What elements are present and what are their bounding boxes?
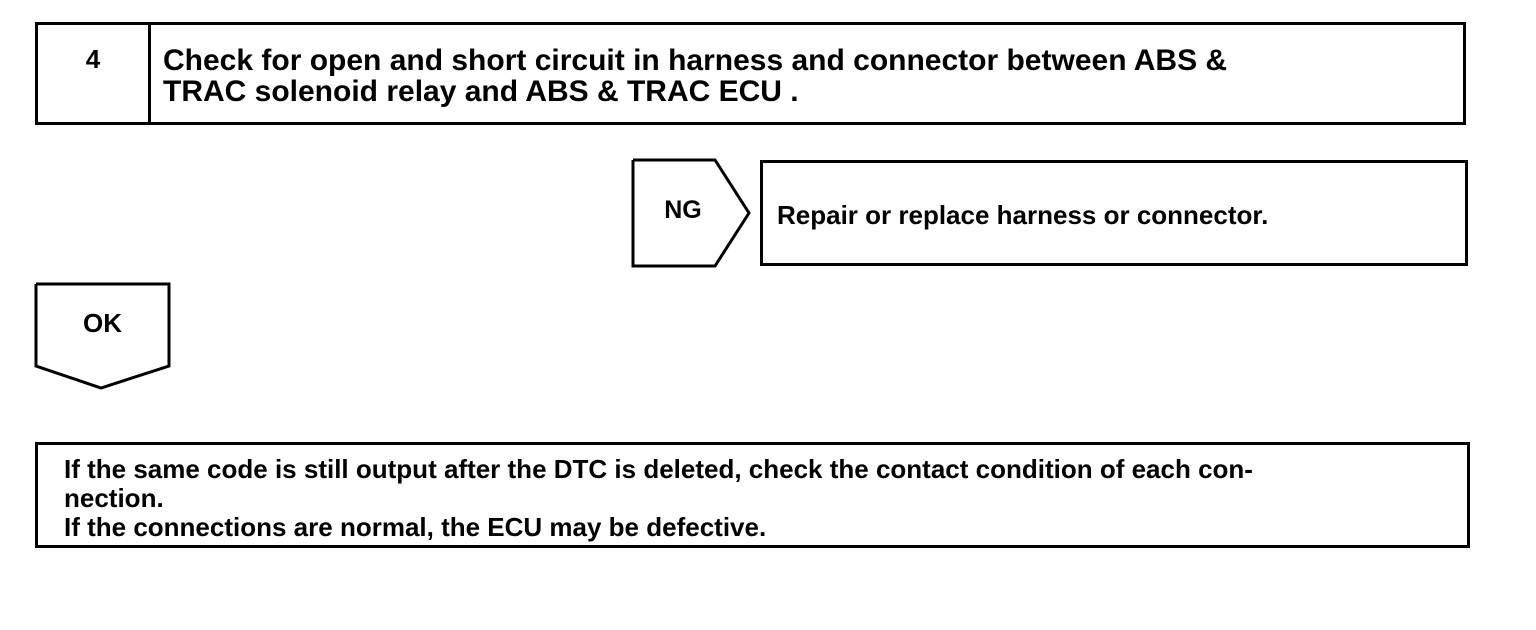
ng-result-box: Repair or replace harness or connector. xyxy=(760,160,1468,266)
step-box: 4 Check for open and short circuit in ha… xyxy=(35,22,1466,125)
step-title-line-2: TRAC solenoid relay and ABS & TRAC ECU . xyxy=(163,75,799,108)
step-number: 4 xyxy=(38,25,151,122)
note-line-1: If the same code is still output after t… xyxy=(64,454,1253,484)
ok-label: OK xyxy=(83,308,122,338)
step-title-line-1: Check for open and short circuit in harn… xyxy=(163,44,1228,77)
ng-label: NG xyxy=(664,196,702,224)
note-box: If the same code is still output after t… xyxy=(35,442,1470,548)
note-line-3: If the connections are normal, the ECU m… xyxy=(64,512,767,542)
step-title: Check for open and short circuit in harn… xyxy=(151,25,1463,122)
ng-result-text: Repair or replace harness or connector. xyxy=(777,200,1269,230)
note-line-2: nection. xyxy=(64,483,164,513)
